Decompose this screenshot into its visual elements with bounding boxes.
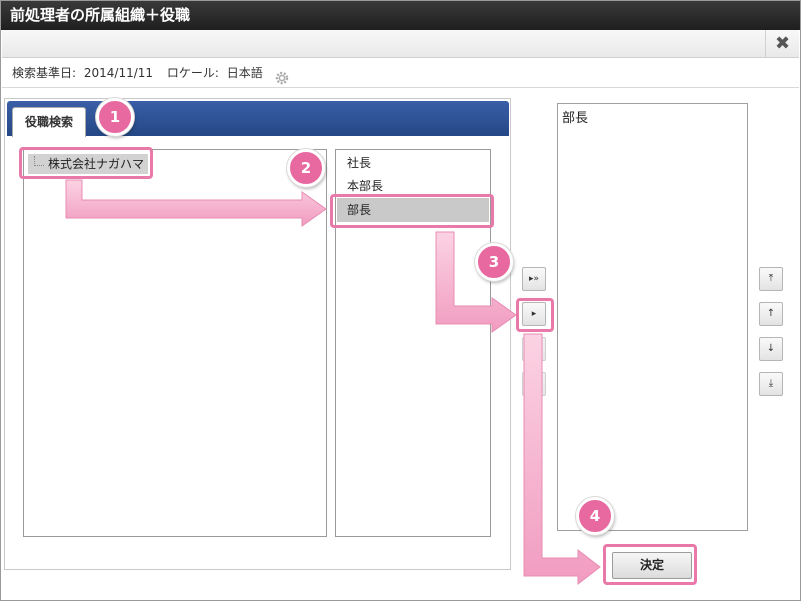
tab-strip: 役職検索	[7, 101, 509, 137]
tree-node-organization[interactable]: 株式会社ナガハマ	[28, 154, 149, 174]
arrow-right-icon: ▸	[531, 309, 537, 319]
locale-label: ロケール:	[166, 66, 219, 80]
double-arrow-right-icon: ▸»	[528, 274, 540, 284]
move-down-button[interactable]: ↓	[759, 337, 783, 361]
role-item-president[interactable]: 社長	[347, 156, 372, 170]
move-bottom-icon: ⤓	[768, 378, 774, 389]
move-top-button[interactable]: ⤒	[759, 267, 783, 291]
selected-list: 部長	[557, 103, 748, 531]
step-badge-2: 2	[287, 149, 325, 187]
toolbar: ✖	[2, 30, 799, 58]
arrow-down-icon: ↓	[766, 343, 776, 354]
move-bottom-button[interactable]: ⤓	[759, 372, 783, 396]
base-date-value: 2014/11/11	[83, 66, 154, 80]
tab-role-search[interactable]: 役職検索	[12, 107, 86, 137]
step-badge-3: 3	[475, 243, 513, 281]
move-top-icon: ⤒	[768, 273, 774, 284]
selected-item[interactable]: 部長	[562, 111, 589, 126]
add-button[interactable]: ▸	[522, 302, 546, 326]
role-item-division-head[interactable]: 本部長	[347, 179, 384, 193]
close-icon: ✖	[774, 33, 791, 54]
step-badge-4: 4	[576, 497, 614, 535]
arrow-up-icon: ↑	[766, 308, 776, 319]
role-search-panel: 役職検索 株式会社ナガハマ 社長 本部長 部長	[4, 98, 511, 570]
tree-node-label: 株式会社ナガハマ	[48, 157, 145, 171]
tree-connector	[34, 156, 44, 166]
info-bar: 検索基準日: 2014/11/11 ロケール: 日本語	[2, 59, 799, 88]
locale-value: 日本語	[226, 66, 263, 80]
move-up-button[interactable]: ↑	[759, 302, 783, 326]
gear-icon[interactable]	[275, 67, 289, 84]
base-date-label: 検索基準日:	[12, 66, 77, 80]
organization-tree: 株式会社ナガハマ	[23, 149, 327, 537]
highlight-step1	[19, 147, 153, 179]
role-item-department-head[interactable]: 部長	[337, 198, 489, 222]
close-button[interactable]: ✖	[765, 30, 799, 58]
window-title: 前処理者の所属組織＋役職	[0, 0, 801, 30]
step-badge-1: 1	[96, 98, 134, 136]
remove-all-button[interactable]	[522, 372, 546, 396]
role-list: 社長 本部長 部長	[335, 149, 491, 537]
highlight-step4	[603, 544, 697, 585]
add-all-button[interactable]: ▸»	[522, 267, 546, 291]
highlight-step2	[330, 194, 494, 228]
remove-button[interactable]	[522, 337, 546, 361]
decide-button[interactable]: 決定	[612, 552, 692, 579]
highlight-step3	[516, 298, 554, 332]
